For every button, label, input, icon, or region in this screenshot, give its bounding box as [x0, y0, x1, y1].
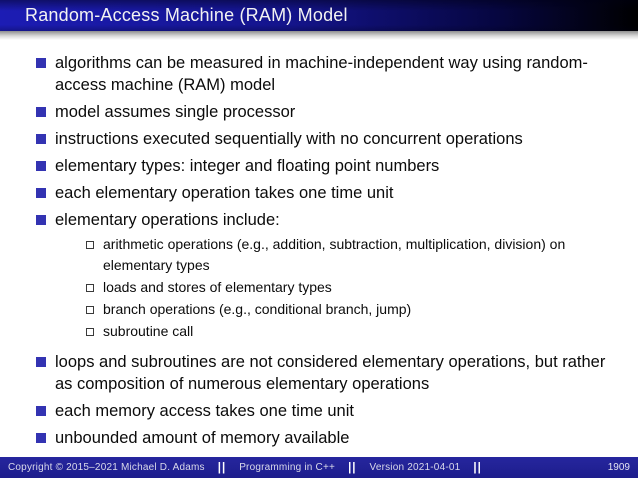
sub-bullet-list: arithmetic operations (e.g., addition, s…: [86, 234, 626, 342]
footer-separator: ||: [217, 461, 227, 474]
sub-bullet-text: loads and stores of elementary types: [103, 279, 332, 295]
sub-bullet-item: arithmetic operations (e.g., addition, s…: [86, 234, 626, 276]
footer-page-number: 1909: [607, 462, 630, 473]
footer-course-title: Programming in C++: [239, 462, 336, 473]
bullet-text: each memory access takes one time unit: [55, 402, 354, 420]
sub-bullet-item: branch operations (e.g., conditional bra…: [86, 299, 626, 320]
titlebar-shadow: [0, 31, 638, 40]
footer-bar: Copyright © 2015–2021 Michael D. Adams |…: [0, 457, 638, 478]
bullet-item: each elementary operation takes one time…: [36, 182, 626, 204]
bullet-text: algorithms can be measured in machine-in…: [55, 54, 588, 94]
bullet-item: elementary types: integer and floating p…: [36, 155, 626, 177]
hollow-square-icon: [86, 306, 94, 314]
bullet-square-icon: [36, 107, 46, 117]
bullet-item: algorithms can be measured in machine-in…: [36, 52, 626, 96]
hollow-square-icon: [86, 284, 94, 292]
hollow-square-icon: [86, 328, 94, 336]
footer-copyright: Copyright © 2015–2021 Michael D. Adams: [8, 462, 205, 473]
slide-content: algorithms can be measured in machine-in…: [0, 40, 638, 449]
bullet-item: loops and subroutines are not considered…: [36, 351, 626, 395]
bullet-square-icon: [36, 161, 46, 171]
bullet-square-icon: [36, 58, 46, 68]
sub-bullet-text: subroutine call: [103, 323, 194, 339]
bullet-text: loops and subroutines are not considered…: [55, 353, 606, 393]
bullet-item: elementary operations include: arithmeti…: [36, 209, 626, 346]
bullet-text: instructions executed sequentially with …: [55, 130, 523, 148]
hollow-square-icon: [86, 241, 94, 249]
bullet-text: elementary operations include:: [55, 211, 280, 229]
footer-separator: ||: [473, 461, 482, 474]
slide-title: Random-Access Machine (RAM) Model: [25, 5, 348, 25]
bullet-item: instructions executed sequentially with …: [36, 128, 626, 150]
footer-version: Version 2021-04-01: [369, 462, 461, 473]
bullet-item: unbounded amount of memory available: [36, 427, 626, 449]
bullet-square-icon: [36, 357, 46, 367]
bullet-list: algorithms can be measured in machine-in…: [36, 52, 626, 449]
bullet-square-icon: [36, 433, 46, 443]
sub-bullet-item: subroutine call: [86, 321, 626, 342]
bullet-text: model assumes single processor: [55, 103, 296, 121]
bullet-square-icon: [36, 188, 46, 198]
bullet-square-icon: [36, 406, 46, 416]
slide-title-bar: Random-Access Machine (RAM) Model: [0, 0, 638, 31]
sub-bullet-text: branch operations (e.g., conditional bra…: [103, 301, 412, 317]
bullet-text: each elementary operation takes one time…: [55, 184, 394, 202]
bullet-square-icon: [36, 134, 46, 144]
sub-bullet-text: arithmetic operations (e.g., addition, s…: [103, 236, 566, 273]
sub-bullet-item: loads and stores of elementary types: [86, 277, 626, 298]
bullet-item: model assumes single processor: [36, 101, 626, 123]
bullet-text: unbounded amount of memory available: [55, 429, 350, 447]
bullet-text: elementary types: integer and floating p…: [55, 157, 440, 175]
bullet-square-icon: [36, 215, 46, 225]
bullet-item: each memory access takes one time unit: [36, 400, 626, 422]
footer-separator: ||: [348, 461, 357, 474]
